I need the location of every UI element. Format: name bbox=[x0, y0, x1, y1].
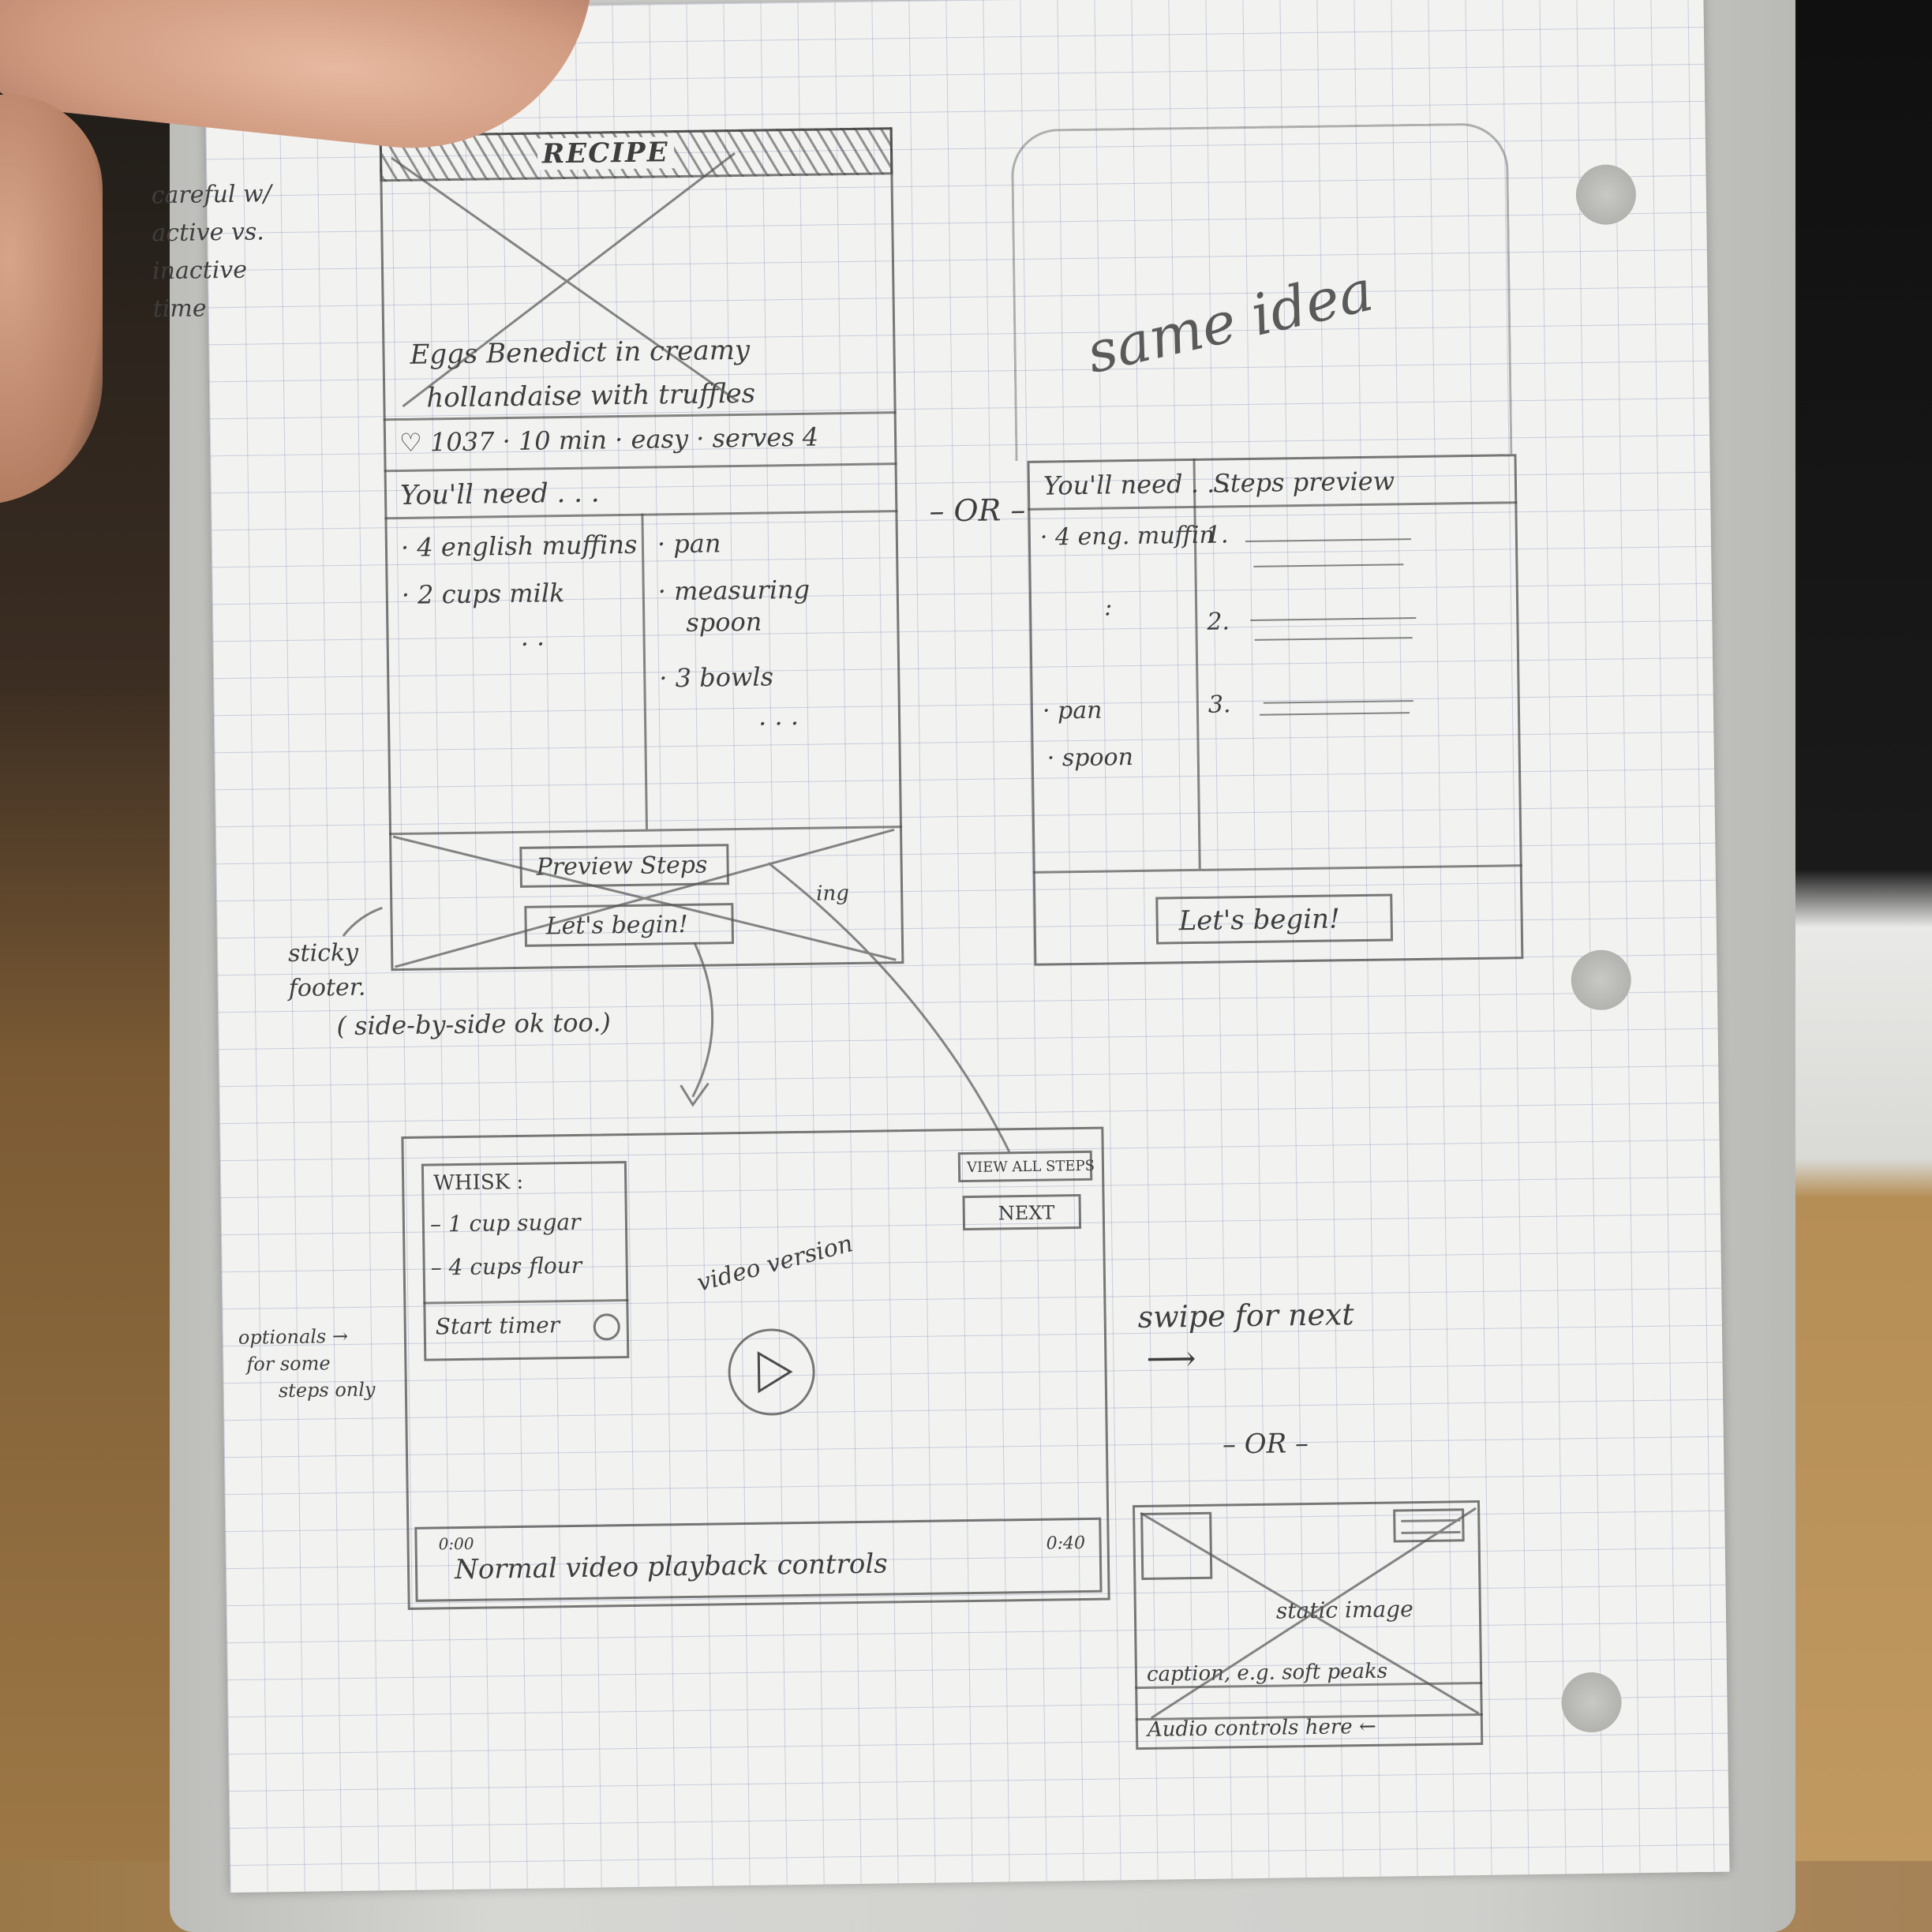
play-icon bbox=[757, 1351, 793, 1394]
pencil-strokes bbox=[342, 152, 1480, 1720]
play-button[interactable] bbox=[727, 1327, 816, 1417]
hand bbox=[0, 95, 103, 505]
sketch-paper: RECIPE careful w/ active vs. inactive ti… bbox=[151, 0, 1730, 1893]
